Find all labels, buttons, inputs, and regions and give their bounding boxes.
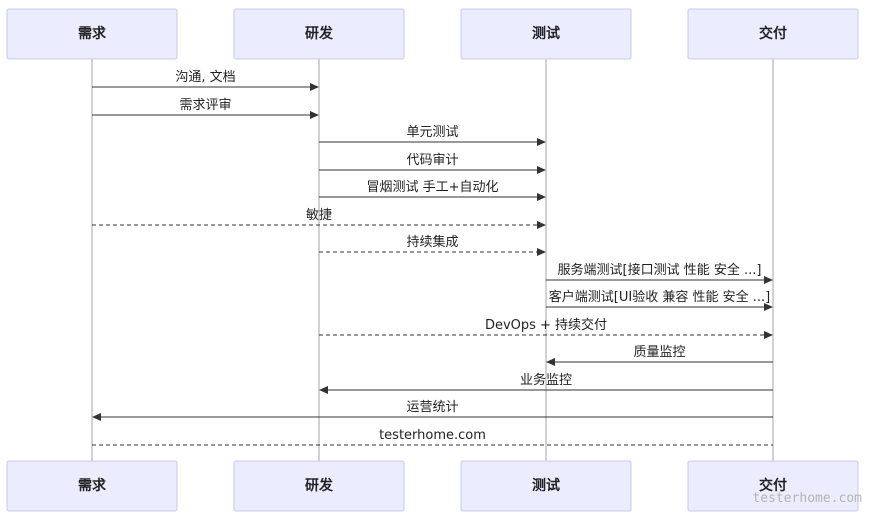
message-label: 业务监控: [520, 372, 572, 388]
actor-box-test-bottom: 测试: [460, 460, 632, 512]
arrowhead: [319, 386, 328, 394]
arrowhead: [537, 248, 546, 256]
message-label: 运营统计: [406, 400, 458, 415]
message-1: 需求评审: [92, 98, 319, 119]
message-13: testerhome.com: [92, 428, 773, 446]
arrowhead: [537, 138, 546, 146]
message-label: 代码审计: [406, 153, 458, 168]
actor-box-deliver-bottom: 交付: [687, 460, 859, 512]
arrowhead: [537, 166, 546, 174]
arrowhead: [310, 83, 319, 91]
message-label: 持续集成: [406, 234, 458, 250]
arrowhead: [537, 193, 546, 201]
message-12: 运营统计: [92, 400, 773, 421]
message-label: 单元测试: [406, 125, 458, 140]
message-8: 客户端测试[UI验收 兼容 性能 安全 ...]: [546, 289, 773, 311]
message-9: DevOps + 持续交付: [319, 317, 773, 339]
actor-label-dev: 研发: [305, 25, 334, 42]
message-label: testerhome.com: [379, 428, 486, 443]
message-10: 质量监控: [546, 345, 773, 366]
actor-box-req-bottom: 需求: [6, 460, 178, 512]
actor-box-test-top: 测试: [460, 8, 632, 60]
message-6: 持续集成: [319, 234, 546, 256]
arrowhead: [764, 331, 773, 339]
actor-label-test: 测试: [532, 25, 560, 42]
arrowhead: [764, 303, 773, 311]
actor-box-deliver-top: 交付: [687, 8, 859, 60]
message-label: 敏捷: [306, 208, 332, 223]
actor-label-dev: 研发: [305, 477, 334, 494]
actor-label-req: 需求: [78, 477, 107, 494]
arrowhead: [92, 413, 101, 421]
message-label: DevOps + 持续交付: [485, 317, 607, 333]
actor-label-req: 需求: [78, 25, 107, 42]
message-label: 需求评审: [179, 98, 231, 113]
arrowhead: [546, 358, 555, 366]
arrowhead: [764, 276, 773, 284]
message-label: 冒烟测试 手工+自动化: [366, 180, 498, 195]
watermark-text: testerhome.com: [752, 491, 862, 506]
actor-label-deliver: 交付: [759, 25, 787, 42]
message-3: 代码审计: [319, 153, 546, 174]
message-label: 质量监控: [633, 345, 685, 360]
message-0: 沟通, 文档: [92, 70, 319, 91]
arrowhead: [537, 221, 546, 229]
message-2: 单元测试: [319, 125, 546, 146]
message-11: 业务监控: [319, 372, 773, 394]
actor-label-test: 测试: [532, 477, 560, 494]
message-4: 冒烟测试 手工+自动化: [319, 180, 546, 201]
actor-box-dev-bottom: 研发: [233, 460, 405, 512]
message-label: 客户端测试[UI验收 兼容 性能 安全 ...]: [549, 289, 770, 305]
arrowhead: [310, 111, 319, 119]
message-label: 服务端测试[接口测试 性能 安全 ...]: [558, 262, 762, 278]
actor-box-req-top: 需求: [6, 8, 178, 60]
actor-label-deliver: 交付: [759, 477, 787, 494]
actor-box-dev-top: 研发: [233, 8, 405, 60]
message-7: 服务端测试[接口测试 性能 安全 ...]: [546, 262, 773, 284]
message-5: 敏捷: [92, 208, 546, 229]
message-label: 沟通, 文档: [175, 70, 235, 85]
